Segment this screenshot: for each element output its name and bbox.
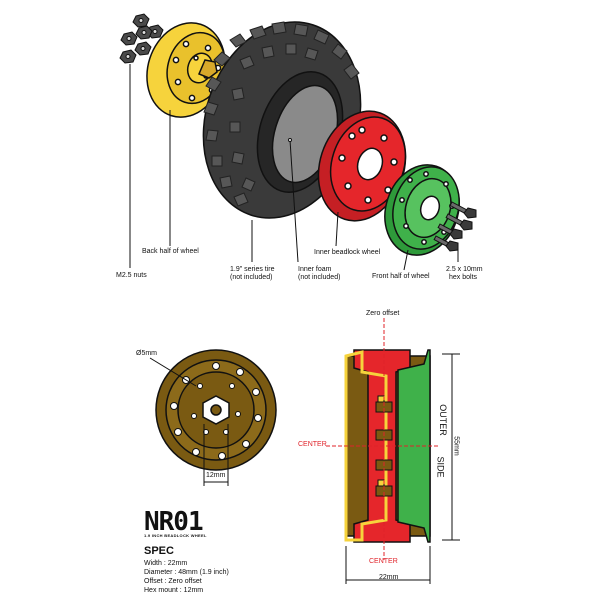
tire-icon <box>202 21 362 219</box>
center-bottom-label: CENTER <box>369 558 398 565</box>
spec-title: SPEC <box>144 545 174 557</box>
spec-diameter: Diameter : 48mm (1.9 inch) <box>144 569 229 576</box>
spec-width: Width : 22mm <box>144 560 188 567</box>
spec-offset: Offset : Zero offset <box>144 578 202 585</box>
tire-label-line2: (not included) <box>230 274 273 281</box>
center-left-label: CENTER <box>298 441 327 448</box>
front-face-view-icon <box>155 349 277 471</box>
hex-bolts-icon <box>433 201 477 252</box>
m25-nuts-label: M2.5 nuts <box>116 272 147 279</box>
tire-label-line1: 1.9" series tire <box>230 266 275 273</box>
m25-nuts-icon <box>119 13 164 64</box>
foam-label-line1: Inner foam <box>298 266 332 273</box>
front-half-label: Front half of wheel <box>372 273 430 280</box>
bolts-label-line1: 2.5 x 10mm <box>446 266 483 273</box>
inner-beadlock-wheel-icon <box>317 110 407 222</box>
hole-size-label: Ø5mm <box>136 350 157 357</box>
product-logo: NR01 <box>144 507 204 537</box>
outer-label: OUTER <box>437 404 448 436</box>
foam-label-line2: (not included) <box>298 274 341 281</box>
zero-offset-label: Zero offset <box>366 310 400 317</box>
height-dim-label: 55mm <box>452 436 460 456</box>
spec-hex: Hex mount : 12mm <box>144 587 204 594</box>
back-half-label: Back half of wheel <box>142 248 199 255</box>
bolts-label-line2: hex bolts <box>449 274 478 281</box>
product-logo-subtitle: 1.9 INCH BEADLOCK WHEEL <box>144 533 207 538</box>
beadlock-label: Inner beadlock wheel <box>314 249 381 256</box>
hex-size-label: 12mm <box>206 472 226 479</box>
width-dim-label: 22mm <box>379 574 399 581</box>
side-label: SIDE <box>435 456 446 478</box>
back-half-wheel-icon <box>146 22 226 118</box>
